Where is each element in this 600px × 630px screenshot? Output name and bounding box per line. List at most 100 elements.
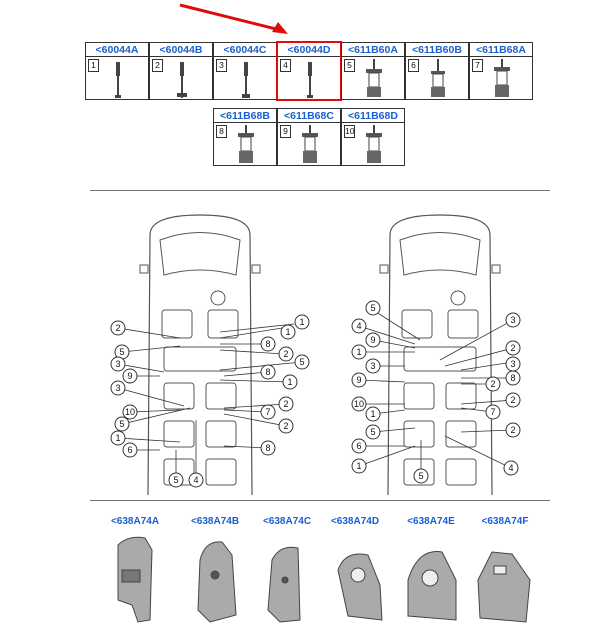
tool-code[interactable]: <60044C — [214, 43, 276, 57]
callout-label: 10 — [125, 407, 135, 417]
callout-label: 1 — [299, 317, 304, 327]
tool-code[interactable]: <611B68C — [278, 109, 340, 123]
callout-label: 5 — [119, 419, 124, 429]
bracket-b-icon — [197, 541, 237, 623]
pin-tool-icon — [177, 62, 187, 98]
callout-lines — [117, 323, 303, 478]
callout-label: 5 — [299, 357, 304, 367]
callout-label: 5 — [370, 303, 375, 313]
tool-cell[interactable]: <611B68D 10 — [341, 108, 405, 166]
pin-tool-icon — [115, 62, 121, 98]
tool-code[interactable]: <60044B — [150, 43, 212, 57]
callout-label: 1 — [370, 409, 375, 419]
tool-cell[interactable]: <60044A 1 — [85, 42, 149, 100]
callout-label: 1 — [356, 461, 361, 471]
bracket-code[interactable]: <638A74C — [262, 516, 312, 527]
tool-number: 8 — [216, 125, 227, 138]
callout-label: 2 — [510, 343, 515, 353]
callout-label: 2 — [283, 399, 288, 409]
callout-label: 1 — [285, 327, 290, 337]
tool-number: 2 — [152, 59, 163, 72]
cylinder-tool-icon — [366, 125, 382, 163]
callout-label: 8 — [510, 373, 515, 383]
bracket-code[interactable]: <638A74F — [481, 516, 529, 527]
bracket-f-icon — [477, 551, 531, 623]
callout-label: 7 — [490, 407, 495, 417]
callout-label: 3 — [115, 383, 120, 393]
tool-number: 5 — [344, 59, 355, 72]
callout-label: 3 — [510, 315, 515, 325]
callout: 2 — [110, 320, 126, 336]
callout-label: 5 — [370, 427, 375, 437]
callout-label: 3 — [510, 359, 515, 369]
callout-circles: 2 1 1 5 8 2 3 9 5 8 1 3 10 7 2 5 2 1 6 8… — [110, 314, 310, 488]
pin-tool-icon — [307, 62, 313, 98]
tool-code[interactable]: <60044D — [278, 43, 340, 57]
callout-label: 5 — [418, 471, 423, 481]
callout-label: 2 — [283, 421, 288, 431]
tool-cell-highlighted[interactable]: <60044D 4 — [276, 41, 342, 101]
callout-circles: 5 3 4 9 1 2 3 2 9 3 8 2 10 1 7 5 2 6 1 5… — [351, 300, 521, 484]
bracket-code[interactable]: <638A74B — [190, 516, 240, 527]
callout-label: 5 — [119, 347, 124, 357]
bracket-code[interactable]: <638A74E — [407, 516, 455, 527]
callout-label: 9 — [127, 371, 132, 381]
bracket-illustrations — [117, 536, 531, 623]
callout-lines — [358, 309, 514, 476]
callout-label: 2 — [510, 425, 515, 435]
tool-number: 4 — [280, 59, 291, 72]
callout-label: 1 — [356, 347, 361, 357]
callout-label: 2 — [115, 323, 120, 333]
callout-label: 6 — [356, 441, 361, 451]
bracket-code[interactable]: <638A74A — [110, 516, 160, 527]
callout-label: 9 — [370, 335, 375, 345]
callout-label: 2 — [490, 379, 495, 389]
callout-label: 8 — [265, 443, 270, 453]
tool-code[interactable]: <60044A — [86, 43, 148, 57]
callout-label: 3 — [115, 359, 120, 369]
cylinder-tool-icon — [494, 59, 510, 97]
callout-label: 8 — [265, 339, 270, 349]
tool-number: 6 — [408, 59, 419, 72]
bracket-c-icon — [267, 546, 301, 623]
callout-label: 4 — [508, 463, 513, 473]
tool-cell[interactable]: <60044C 3 — [213, 42, 277, 100]
tool-code[interactable]: <611B68B — [214, 109, 276, 123]
cylinder-tool-icon — [431, 59, 445, 97]
pin-tool-icon — [242, 62, 250, 98]
callout-label: 1 — [115, 433, 120, 443]
callout-label: 2 — [283, 349, 288, 359]
highlight-arrow — [179, 3, 288, 34]
callout-label: 4 — [356, 321, 361, 331]
tool-code[interactable]: <611B68D — [342, 109, 404, 123]
bracket-d-icon — [337, 553, 383, 621]
section-divider — [90, 500, 550, 501]
callout-label: 4 — [193, 475, 198, 485]
tool-cell[interactable]: <611B60B 6 — [405, 42, 469, 100]
tool-cell[interactable]: <611B68A 7 — [469, 42, 533, 100]
callout-label: 2 — [510, 395, 515, 405]
tool-cell[interactable]: <60044B 2 — [149, 42, 213, 100]
tool-code[interactable]: <611B60A — [342, 43, 404, 57]
tool-code[interactable]: <611B60B — [406, 43, 468, 57]
tool-number: 9 — [280, 125, 291, 138]
section-divider — [90, 190, 550, 191]
tool-cell[interactable]: <611B60A 5 — [341, 42, 405, 100]
callout-label: 7 — [265, 407, 270, 417]
cylinder-tool-icon — [366, 59, 382, 97]
tool-cell[interactable]: <611B68C 9 — [277, 108, 341, 166]
callout-label: 3 — [370, 361, 375, 371]
cylinder-tool-icon — [238, 125, 254, 163]
callout-label: 10 — [354, 399, 364, 409]
callout-label: 9 — [356, 375, 361, 385]
tool-number: 1 — [88, 59, 99, 72]
bracket-code[interactable]: <638A74D — [330, 516, 380, 527]
tool-number: 3 — [216, 59, 227, 72]
tool-cell[interactable]: <611B68B 8 — [213, 108, 277, 166]
callout-label: 8 — [265, 367, 270, 377]
tool-code[interactable]: <611B68A — [470, 43, 532, 57]
callout-label: 6 — [127, 445, 132, 455]
tool-number: 10 — [344, 125, 355, 138]
cylinder-tool-icon — [302, 125, 318, 163]
tool-number: 7 — [472, 59, 483, 72]
